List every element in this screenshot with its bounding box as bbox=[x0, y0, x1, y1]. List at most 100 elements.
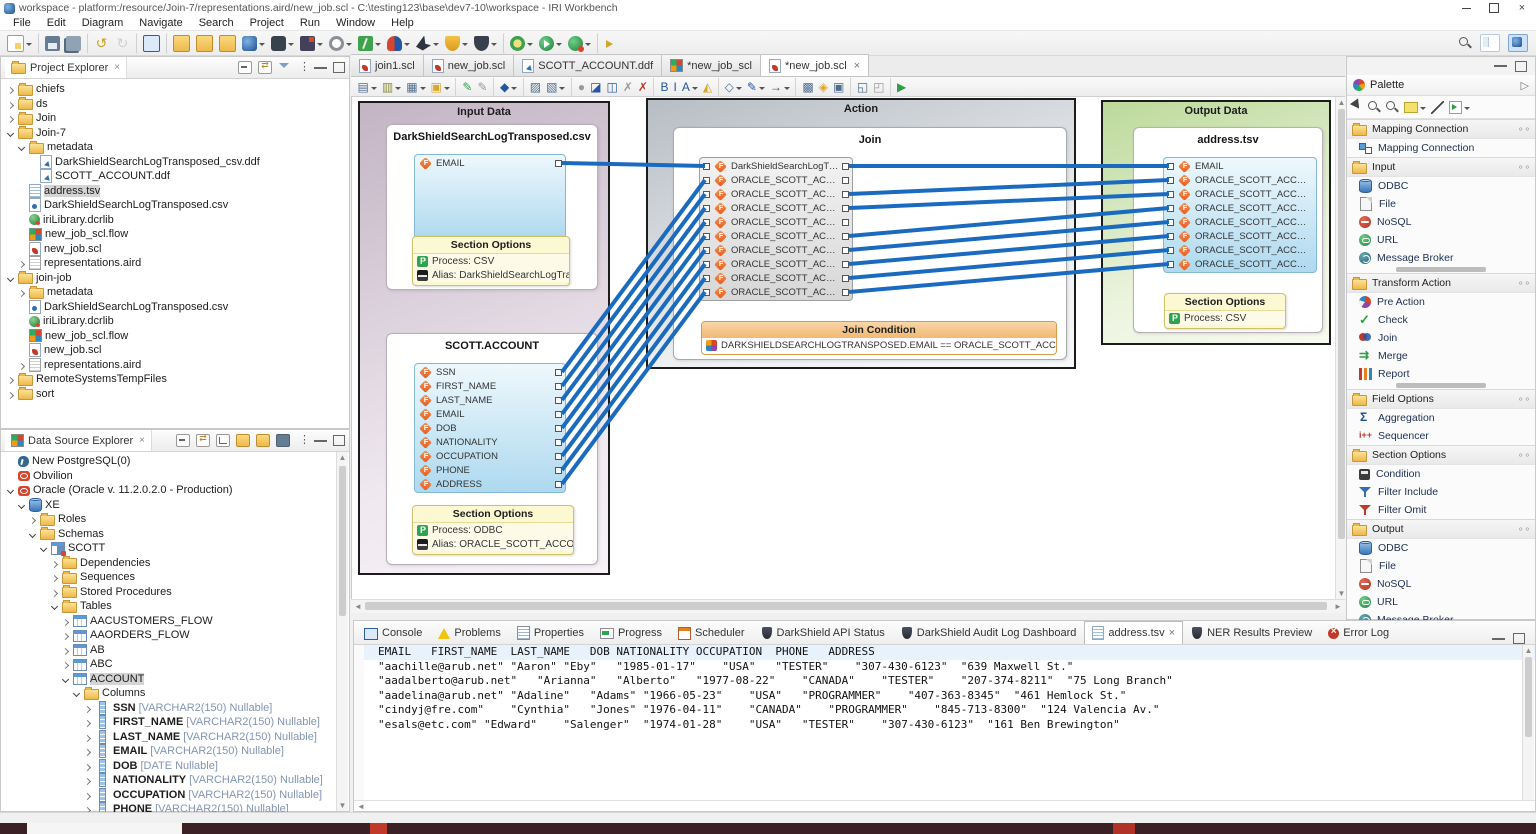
expand-chevron-icon[interactable] bbox=[83, 776, 92, 784]
field-row[interactable]: NATIONALITY bbox=[415, 435, 565, 449]
tree-item[interactable]: Roles bbox=[1, 512, 349, 527]
show-compartments-icon[interactable]: ▤ bbox=[355, 78, 379, 96]
redo-icon[interactable] bbox=[112, 33, 133, 54]
select-tool-icon[interactable] bbox=[1349, 98, 1367, 116]
field-row[interactable]: ORACLE_SCOTT_ACCOUNT.OCC.. bbox=[1164, 229, 1316, 243]
tree-item[interactable]: new_job.scl bbox=[1, 241, 349, 257]
output-port[interactable] bbox=[842, 162, 849, 170]
tree-item[interactable]: iriLibrary.dcrlib bbox=[1, 213, 349, 228]
input-port[interactable] bbox=[703, 162, 710, 170]
expand-chevron-icon[interactable] bbox=[17, 144, 26, 150]
output-port[interactable] bbox=[842, 246, 849, 254]
tree-item[interactable]: Dependencies bbox=[1, 556, 349, 571]
pin-icon[interactable]: ⚬⚬ bbox=[1516, 123, 1531, 134]
expand-chevron-icon[interactable] bbox=[6, 487, 15, 493]
view-tab[interactable]: address.tsv × bbox=[1084, 621, 1184, 644]
field-row[interactable]: ORACLE_SCOTT_ACCOUNT.FIRST... bbox=[1164, 173, 1316, 187]
tree-item[interactable]: Obvilion bbox=[1, 469, 349, 484]
field-row[interactable]: EMAIL bbox=[415, 156, 565, 170]
option-row[interactable]: Process: CSV bbox=[1165, 311, 1285, 325]
tree-item[interactable]: AAORDERS_FLOW bbox=[1, 628, 349, 643]
minimize-panel-icon[interactable] bbox=[1494, 61, 1507, 67]
close-button[interactable]: × bbox=[1518, 2, 1526, 14]
palette-header[interactable]: Palette ▷ bbox=[1347, 75, 1535, 96]
hierarchy-icon[interactable] bbox=[216, 434, 230, 447]
zoom-sel-icon[interactable]: ◰ bbox=[873, 79, 885, 94]
bottom-horizontal-scrollbar[interactable]: ◄ bbox=[354, 800, 1535, 812]
palette-group-input[interactable]: Input⚬⚬ bbox=[1347, 157, 1535, 177]
run-config-icon[interactable] bbox=[565, 33, 594, 54]
palette-item[interactable]: Join bbox=[1347, 329, 1535, 347]
next-annotation-icon[interactable] bbox=[597, 32, 622, 54]
pin-icon[interactable]: ⚬⚬ bbox=[1516, 449, 1531, 460]
output-port[interactable] bbox=[842, 190, 849, 198]
palette-item[interactable]: Aggregation bbox=[1347, 409, 1535, 427]
view-tab[interactable]: Progress × bbox=[592, 621, 670, 644]
field-row[interactable]: OCCUPATION bbox=[415, 449, 565, 463]
taskbar-white-segment[interactable] bbox=[27, 823, 182, 834]
tree-item[interactable]: representations.aird bbox=[1, 357, 349, 373]
tree-item[interactable]: OCCUPATION [VARCHAR2(150) Nullable] bbox=[1, 787, 349, 803]
output-port[interactable] bbox=[555, 480, 562, 488]
tree-item[interactable]: New PostgreSQL(0) bbox=[1, 454, 349, 469]
palette-item[interactable]: Sequencer bbox=[1347, 427, 1535, 445]
expand-chevron-icon[interactable] bbox=[50, 573, 59, 581]
palette-group-section-options[interactable]: Section Options⚬⚬ bbox=[1347, 445, 1535, 465]
output-port[interactable] bbox=[555, 382, 562, 390]
expand-chevron-icon[interactable] bbox=[72, 690, 81, 696]
expand-chevron-icon[interactable] bbox=[6, 390, 15, 398]
collapse-palette-icon[interactable]: ▷ bbox=[1520, 79, 1529, 92]
close-icon[interactable]: × bbox=[1168, 627, 1176, 639]
input-port[interactable] bbox=[703, 176, 710, 184]
palette-item[interactable]: Pre Action bbox=[1347, 293, 1535, 311]
palette-group-mapping-connection[interactable]: Mapping Connection⚬⚬ bbox=[1347, 119, 1535, 139]
expand-chevron-icon[interactable] bbox=[6, 85, 15, 93]
pin-icon[interactable]: ⚬⚬ bbox=[1516, 277, 1531, 288]
expand-chevron-icon[interactable] bbox=[61, 617, 70, 625]
field-row[interactable]: ORACLE_SCOTT_ACCOUNT.PHONE bbox=[700, 271, 852, 285]
field-row[interactable]: ORACLE_SCOTT_ACCOUNT.NATI... bbox=[700, 243, 852, 257]
output-port[interactable] bbox=[842, 260, 849, 268]
tree-item[interactable]: LAST_NAME [VARCHAR2(150) Nullable] bbox=[1, 729, 349, 745]
classify-tool-icon[interactable] bbox=[297, 33, 326, 54]
output-port[interactable] bbox=[555, 396, 562, 404]
address-tsv-preview[interactable]: EMAIL FIRST_NAME LAST_NAME DOB NATIONALI… bbox=[354, 645, 1535, 800]
import-config-icon[interactable] bbox=[236, 434, 250, 447]
expand-chevron-icon[interactable] bbox=[83, 762, 92, 770]
grid-icon[interactable]: ▩ bbox=[795, 77, 816, 96]
run-job-icon[interactable]: ▶ bbox=[890, 77, 909, 96]
canvas-horizontal-scrollbar[interactable]: ◄ ► bbox=[351, 599, 1345, 613]
join-field-list[interactable]: DarkShieldSearchLogTransposed.E... ORACL… bbox=[699, 157, 853, 301]
snap-icon[interactable]: ◈ bbox=[818, 79, 828, 94]
palette-item[interactable]: Message Broker bbox=[1347, 249, 1535, 267]
tree-item[interactable]: new_job_scl.flow bbox=[1, 227, 349, 242]
darkshield-section-options[interactable]: Section Options Process: CSV Alias: Dark… bbox=[412, 236, 570, 286]
editor-tab[interactable]: *new_job_scl × bbox=[662, 54, 761, 76]
shield-dark-icon[interactable] bbox=[471, 33, 500, 54]
expand-chevron-icon[interactable] bbox=[83, 733, 92, 741]
font-color-icon[interactable]: A bbox=[679, 78, 700, 96]
expand-chevron-icon[interactable] bbox=[61, 676, 70, 682]
tree-item[interactable]: SCOTT_ACCOUNT.ddf bbox=[1, 169, 349, 184]
plane-tool-icon[interactable] bbox=[413, 33, 442, 54]
pin-icon[interactable]: ⚬⚬ bbox=[1516, 393, 1531, 404]
palette-item[interactable]: Filter Omit bbox=[1347, 501, 1535, 519]
tree-item[interactable]: DarkShieldSearchLogTransposed.csv bbox=[1, 198, 349, 213]
link-icon[interactable] bbox=[196, 433, 210, 447]
input-port[interactable] bbox=[1167, 246, 1174, 254]
tree-item[interactable]: address.tsv bbox=[1, 183, 349, 199]
shortcut-tool-icon[interactable] bbox=[1449, 100, 1470, 114]
input-port[interactable] bbox=[703, 204, 710, 212]
taskbar-red-segment[interactable] bbox=[370, 823, 387, 834]
shield-yellow-icon[interactable] bbox=[442, 33, 471, 54]
palette-item[interactable]: ODBC bbox=[1347, 177, 1535, 195]
tree-item[interactable]: ds bbox=[1, 97, 349, 112]
expand-chevron-icon[interactable] bbox=[28, 531, 37, 537]
tree-item[interactable]: EMAIL [VARCHAR2(150) Nullable] bbox=[1, 744, 349, 759]
tree-item[interactable]: ACCOUNT bbox=[1, 672, 349, 687]
tree-item[interactable]: new_job_scl.flow bbox=[1, 329, 349, 344]
delete-model-icon[interactable]: ✗ bbox=[637, 79, 648, 94]
scott-account-section-options[interactable]: Section Options Process: ODBC Alias: ORA… bbox=[412, 505, 574, 555]
input-port[interactable] bbox=[1167, 162, 1174, 170]
tree-item[interactable]: DarkShieldSearchLogTransposed.csv bbox=[1, 299, 349, 315]
